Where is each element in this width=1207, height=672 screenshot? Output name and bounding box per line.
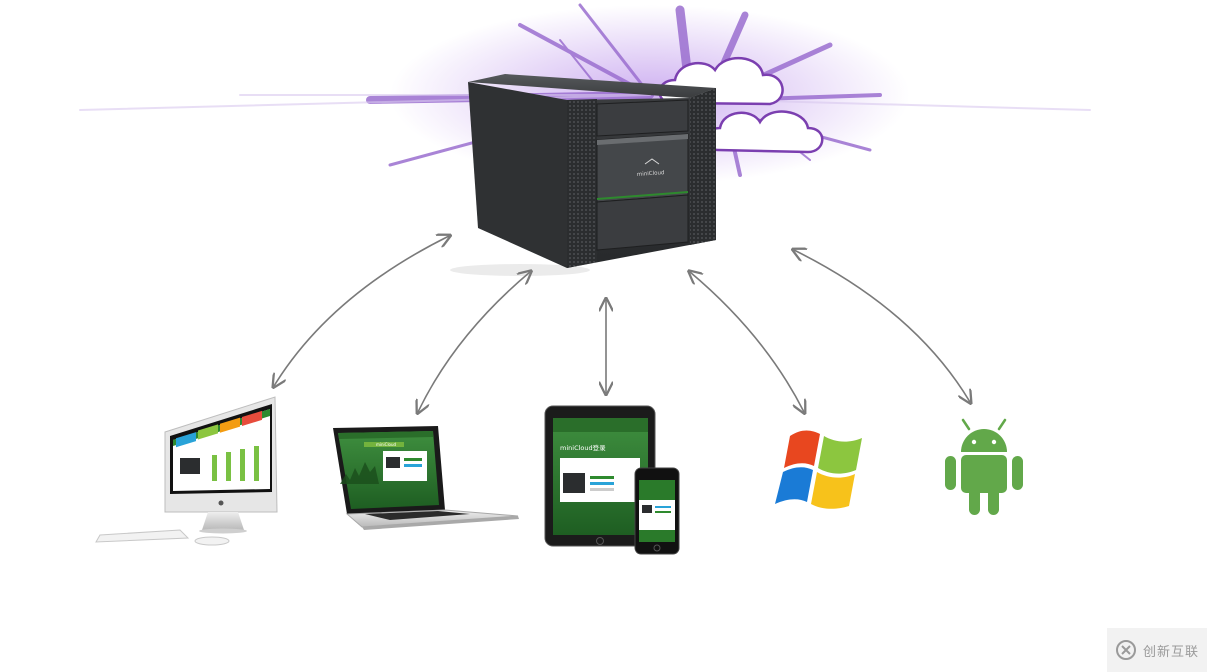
arrow-imac <box>274 236 449 386</box>
android-logo-icon <box>945 418 1023 515</box>
ipad-iphone-icon: miniCloud登录 <box>544 405 680 555</box>
laptop-screen-title: miniCloud <box>376 442 397 447</box>
apple-logo-icon <box>218 500 224 506</box>
watermark-emblem-icon <box>1115 640 1136 660</box>
server-brand-label: miniCloud <box>637 170 665 178</box>
keyboard <box>95 529 190 543</box>
imac-desktop-icon <box>95 396 278 546</box>
server-appliance: miniCloud <box>450 74 716 276</box>
mouse <box>194 536 230 546</box>
connection-arrows <box>274 236 970 412</box>
arrow-windows <box>690 272 804 412</box>
arrow-laptop <box>418 272 530 412</box>
watermark-text: 创新互联 <box>1142 644 1199 660</box>
brand-logo-icon <box>644 158 660 165</box>
watermark-logo: 创新互联 <box>1107 628 1207 672</box>
arrow-android <box>794 250 970 402</box>
macbook-laptop-icon: miniCloud <box>333 426 519 530</box>
tablet-screen-title: miniCloud登录 <box>560 443 606 452</box>
windows-logo-icon <box>775 430 862 509</box>
